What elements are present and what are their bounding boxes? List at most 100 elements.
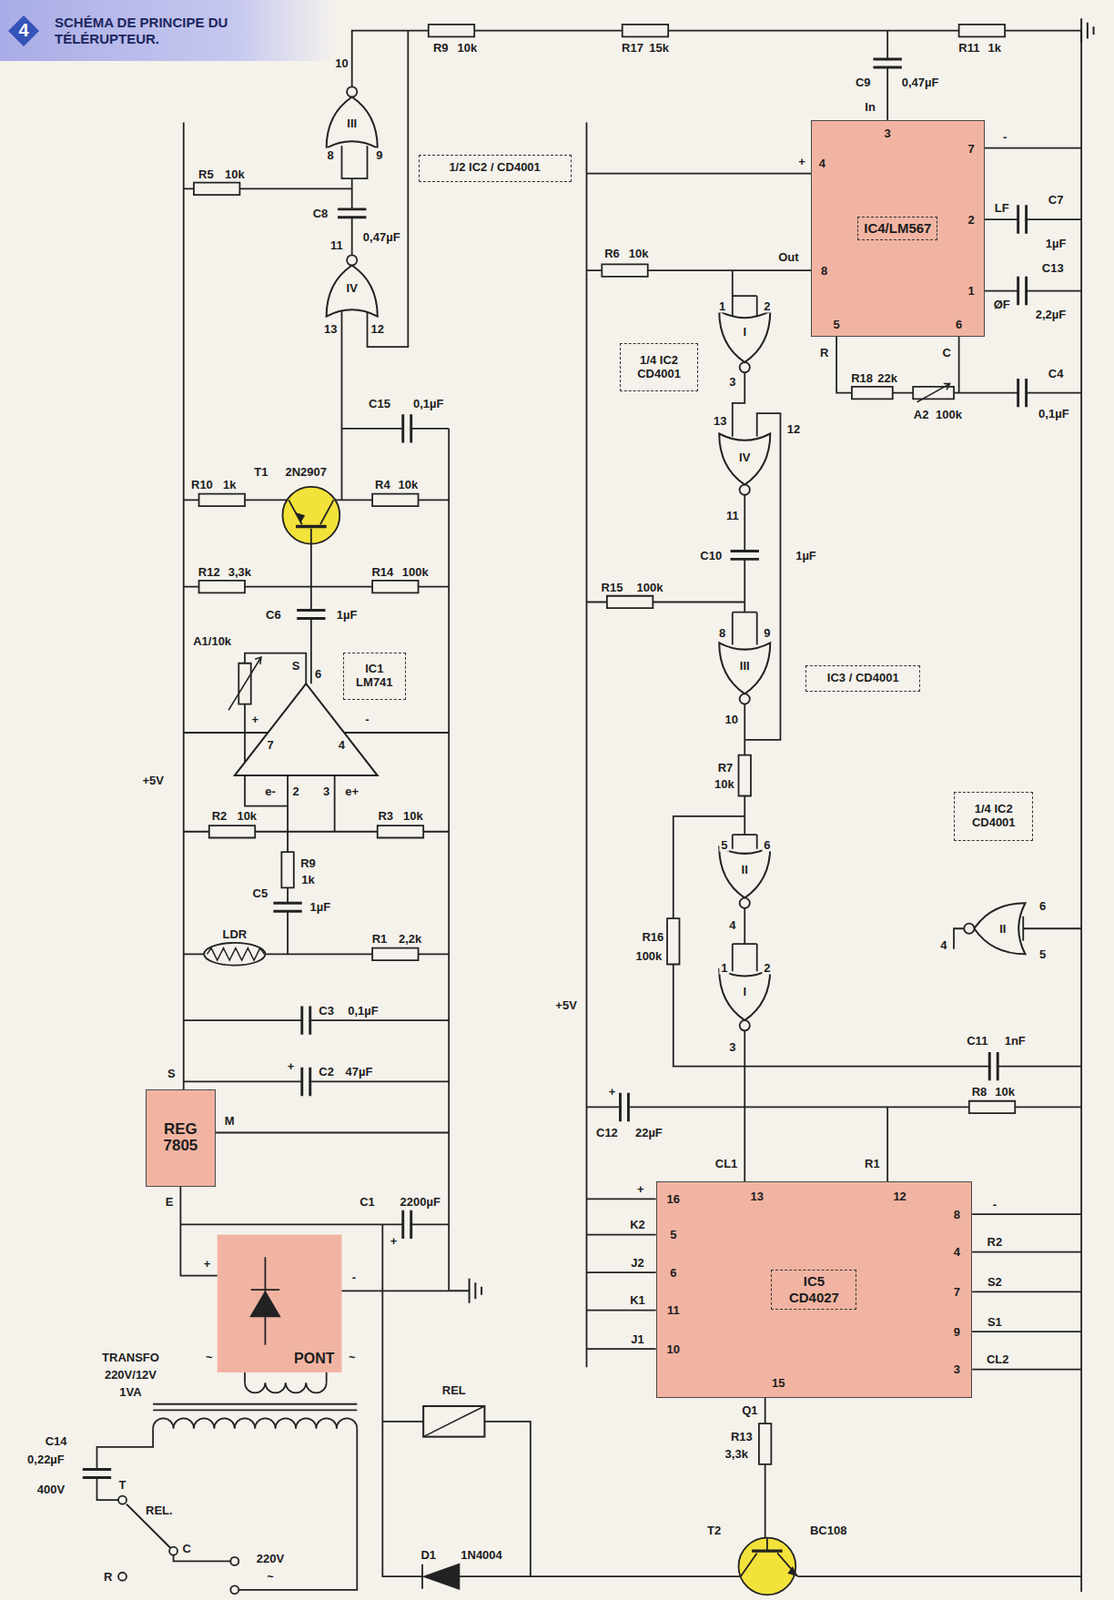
component-label: R4 <box>373 477 393 492</box>
component-label: ~ <box>264 1569 276 1583</box>
component-label: + <box>796 154 808 169</box>
component-label: 2,2µF <box>1033 307 1069 322</box>
component-label: 2,2k <box>396 931 424 946</box>
component-label: 2N2907 <box>283 464 329 478</box>
nor-gate <box>719 969 770 1031</box>
component-label: 100k <box>400 564 431 578</box>
component-label: III <box>738 658 752 672</box>
ic-group-label: IC1 LM741 <box>343 652 406 700</box>
component-label: S <box>165 1066 178 1081</box>
component-label: 22k <box>875 370 900 385</box>
component-label: 3 <box>727 1040 738 1054</box>
ic-group-label: 1/2 IC2 / CD4001 <box>418 154 572 182</box>
potentiometer-arrows <box>228 384 950 711</box>
component-label: 2 <box>761 299 772 314</box>
component-label: R14 <box>369 564 395 578</box>
component-label: e+ <box>343 783 361 798</box>
ldr-zigzag <box>207 948 265 961</box>
component-label: C15 <box>366 395 393 410</box>
component-label: 400V <box>35 1482 67 1497</box>
component-label: R2 <box>210 808 230 822</box>
component-label: 4 <box>727 917 738 932</box>
nor-gate <box>963 902 1025 954</box>
component-label: - <box>991 1196 999 1211</box>
component-label: C9 <box>853 74 873 89</box>
component-label: + <box>285 1059 297 1074</box>
component-label: C3 <box>316 1002 336 1017</box>
nor-gate <box>719 847 770 909</box>
nor-gate <box>719 311 770 373</box>
component-label: C4 <box>1046 366 1066 381</box>
transistor-t1 <box>282 486 340 545</box>
ic-group-label: 1/4 IC2 CD4001 <box>619 343 698 393</box>
component-label: 11 <box>724 508 741 523</box>
component-label: 10k <box>234 808 259 822</box>
component-label: 220V <box>254 1550 286 1565</box>
component-label: 0,1µF <box>1036 405 1072 420</box>
transformer <box>152 1382 357 1428</box>
component-label: C8 <box>311 206 331 221</box>
node-text: PONT <box>293 1350 335 1368</box>
component-label: 2 <box>761 960 772 974</box>
terminals <box>118 1496 239 1595</box>
component-label: REL. <box>143 1502 175 1517</box>
capacitor-gaps <box>93 60 1025 1477</box>
component-label: 1k <box>986 40 1003 54</box>
component-label: T1 <box>252 464 270 478</box>
component-label: K2 <box>627 1217 648 1232</box>
nor-gate <box>719 642 770 704</box>
component-label: 10k <box>992 1084 1017 1099</box>
component-label: 10k <box>455 40 480 54</box>
component-label: T2 <box>705 1523 723 1538</box>
component-label: C6 <box>263 607 284 621</box>
transistor-t1-arrow <box>294 512 305 523</box>
component-label: 47µF <box>344 1063 375 1078</box>
component-label: R7 <box>716 759 736 774</box>
component-label: BC108 <box>808 1523 849 1538</box>
component-label: R8 <box>970 1084 990 1099</box>
node-text: IC4/LM567 <box>857 216 938 241</box>
component-label: 1 <box>965 283 976 298</box>
component-label: + <box>202 1255 213 1270</box>
component-label: 13 <box>711 413 729 427</box>
relay-coil <box>423 1406 485 1438</box>
component-label: R10 <box>189 477 215 492</box>
component-label: C11 <box>964 1033 990 1048</box>
component-label: 8 <box>819 263 830 278</box>
component-label: 9 <box>374 148 385 163</box>
component-label: J1 <box>628 1331 646 1346</box>
component-label: 10 <box>333 56 350 71</box>
component-label: 1k <box>299 872 316 887</box>
component-label: 11 <box>665 1303 682 1317</box>
component-label: 4 <box>951 1245 963 1259</box>
component-label: Out <box>776 250 801 264</box>
component-label: 4 <box>817 156 828 171</box>
component-label: + <box>249 712 261 727</box>
component-label: R12 <box>196 564 223 578</box>
component-label: I <box>740 324 749 339</box>
component-label: 8 <box>951 1206 963 1221</box>
component-label: S1 <box>985 1314 1004 1328</box>
component-label: 1µF <box>793 547 819 562</box>
component-label: II <box>739 861 750 876</box>
component-label: 12 <box>891 1188 908 1203</box>
component-label: C12 <box>594 1125 620 1140</box>
component-label: e- <box>263 783 278 798</box>
capacitor-plates <box>82 59 1027 1478</box>
component-label: 6 <box>1037 899 1048 913</box>
node-text: IC1 LM741 <box>347 662 402 690</box>
component-label: R18 <box>849 370 875 385</box>
component-label: 10k <box>627 245 651 260</box>
component-label: 2 <box>290 783 301 798</box>
component-label: 8 <box>325 148 336 163</box>
component-label: 15 <box>769 1375 787 1389</box>
component-label: C10 <box>698 547 724 562</box>
component-label: C <box>940 344 952 359</box>
node-text: 1/4 IC2 CD4001 <box>958 802 1029 831</box>
component-label: 6 <box>761 838 772 852</box>
component-label: M <box>222 1113 237 1127</box>
component-label: 0,47µF <box>361 230 403 244</box>
component-label: 0,1µF <box>411 395 446 410</box>
resistor-symbols <box>193 24 1015 1465</box>
